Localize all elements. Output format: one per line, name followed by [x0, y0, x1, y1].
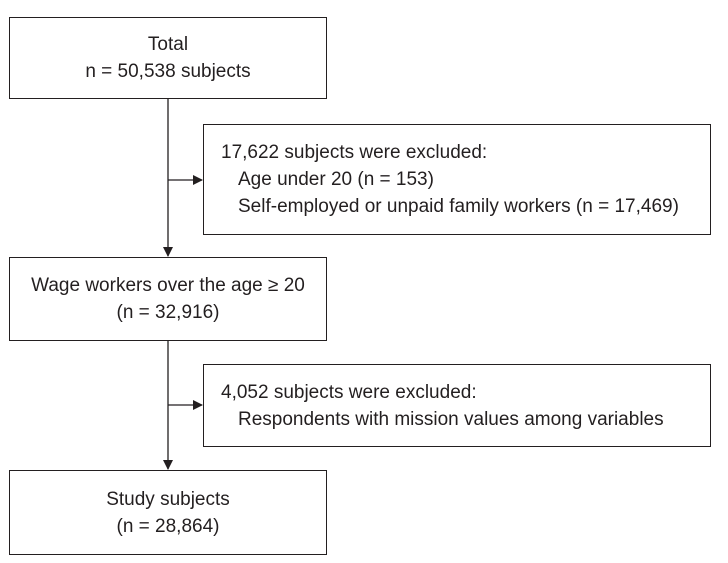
exclusion-1-item-age: Age under 20 (n = 153) [238, 169, 434, 190]
study-subjects-count: (n = 28,864) [116, 515, 220, 537]
total-box: Total n = 50,538 subjects [9, 17, 327, 99]
total-count: n = 50,538 subjects [85, 61, 251, 82]
exclusion-box-1: 17,622 subjects were excluded: Age under… [203, 124, 711, 235]
total-label: Total [147, 34, 189, 55]
exclusion-box-2: 4,052 subjects were excluded: Respondent… [203, 364, 711, 447]
exclusion-1-header: 17,622 subjects were excluded: [221, 142, 488, 163]
exclusion-1-item-self-employed: Self-employed or unpaid family workers (… [238, 196, 679, 217]
exclusion-2-item-missing: Respondents with mission values among va… [238, 408, 664, 430]
study-subjects-label: Study subjects [106, 488, 230, 510]
exclusion-2-header: 4,052 subjects were excluded: [221, 381, 477, 403]
study-subjects-box: Study subjects (n = 28,864) [9, 470, 327, 555]
wage-workers-label: Wage workers over the age ≥ 20 [31, 275, 305, 296]
wage-workers-count: (n = 32,916) [116, 302, 220, 323]
wage-workers-box: Wage workers over the age ≥ 20 (n = 32,9… [9, 257, 327, 341]
